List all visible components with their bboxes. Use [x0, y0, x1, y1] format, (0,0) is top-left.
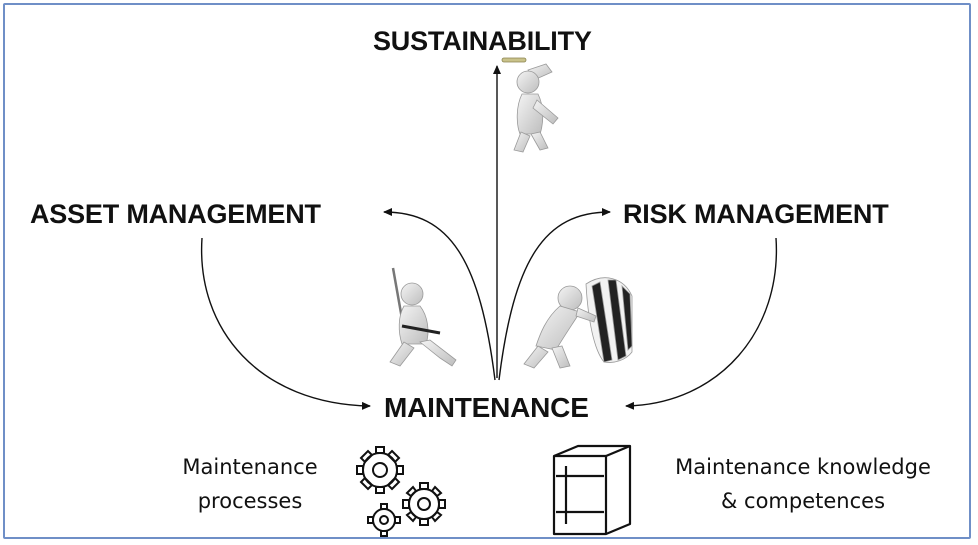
book-icon [552, 444, 632, 536]
node-risk-management: RISK MANAGEMENT [623, 199, 889, 229]
figure-with-sword-icon [389, 267, 457, 367]
maintenance-processes-line1: Maintenance [182, 455, 318, 479]
arrow-risk-to-maintenance [625, 237, 778, 410]
figure-pushing-shield-icon [523, 277, 633, 369]
node-asset-management: ASSET MANAGEMENT [30, 199, 321, 229]
maintenance-processes-line2: processes [197, 489, 303, 513]
figure-pointing-up-icon [501, 57, 559, 153]
maintenance-processes-label: Maintenance processes [150, 450, 350, 518]
node-maintenance: MAINTENANCE [384, 392, 589, 423]
arrow-to-risk-management [498, 208, 611, 381]
maintenance-knowledge-line2: & competences [720, 489, 886, 513]
gears-icon [356, 446, 446, 537]
arrow-asset-to-maintenance [200, 237, 371, 410]
maintenance-knowledge-line1: Maintenance knowledge [675, 455, 931, 479]
arrow-to-asset-management [383, 208, 496, 381]
maintenance-knowledge-label: Maintenance knowledge & competences [648, 450, 958, 518]
node-sustainability: SUSTAINABILITY [373, 26, 592, 56]
diagram-frame [3, 3, 971, 539]
arrows [200, 65, 778, 410]
